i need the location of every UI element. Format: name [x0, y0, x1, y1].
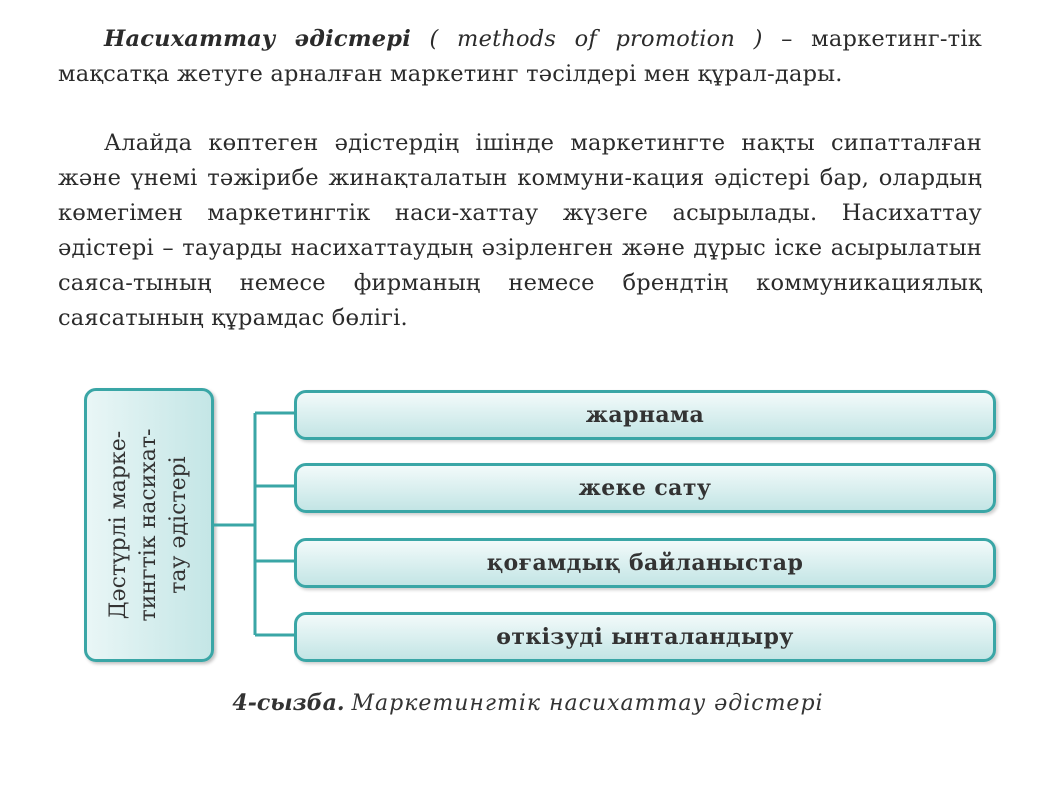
paragraph-2-text: Алайда көптеген әдістердің ішінде маркет… [58, 130, 982, 331]
diagram-root-box: Дәстүрлі марке- тингтік насихат- тау әді… [84, 388, 214, 662]
paragraph-1-text: – маркетинг-тік мақсатқа жетуге арналған… [58, 26, 982, 87]
figure-caption: 4-сызба. Маркетингтік насихаттау әдістер… [0, 690, 1056, 716]
diagram-item-personal-selling: жеке сату [294, 463, 996, 513]
figure-number: 4-сызба. [232, 690, 345, 716]
diagram-item-advertising: жарнама [294, 390, 996, 440]
term-english: ( methods of promotion ) [429, 26, 763, 52]
paragraph-1: Насихаттау әдістері ( methods of promoti… [58, 22, 982, 92]
diagram-item-sales-promotion: өткізуді ынталандыру [294, 612, 996, 662]
paragraph-2: Алайда көптеген әдістердің ішінде маркет… [58, 126, 982, 336]
diagram-item-public-relations: қоғамдық байланыстар [294, 538, 996, 588]
term-heading: Насихаттау әдістері [104, 26, 411, 52]
figure-title: Маркетингтік насихаттау әдістері [351, 691, 824, 716]
